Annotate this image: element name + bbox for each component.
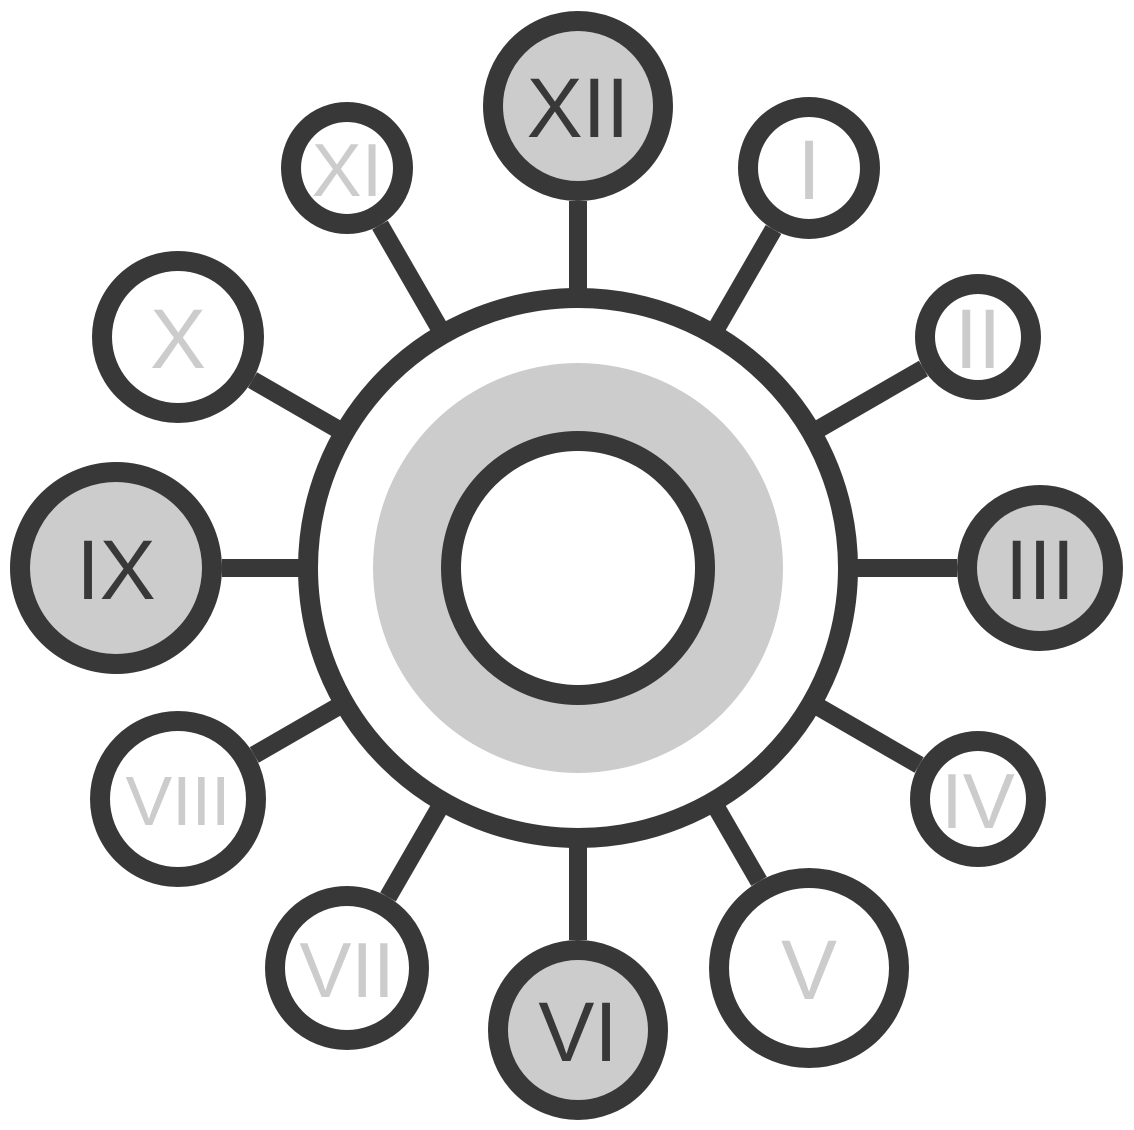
node-circle: [915, 274, 1041, 400]
node-vi: VI: [488, 940, 668, 1120]
spoke-9: [249, 695, 349, 763]
spoke-11: [247, 372, 349, 441]
node-circle: [957, 485, 1123, 651]
node-circle: [265, 886, 429, 1050]
node-label: IV: [941, 757, 1015, 845]
node-circle: [281, 102, 413, 234]
node-xii: XII: [483, 11, 673, 201]
node-circle: [488, 940, 668, 1120]
node-iv: IV: [910, 731, 1046, 867]
spoke-5: [807, 695, 924, 773]
node-circle: [92, 251, 264, 423]
node-ix: IX: [10, 462, 222, 674]
node-vii: VII: [265, 886, 429, 1050]
node-label: X: [150, 292, 206, 386]
node-label: IX: [76, 523, 155, 617]
node-circle: [483, 11, 673, 201]
center-circle: [441, 431, 715, 705]
node-circle: [10, 462, 222, 674]
node-label: VIII: [125, 762, 230, 840]
node-label: VII: [299, 926, 394, 1014]
node-x: X: [92, 251, 264, 423]
node-label: VI: [538, 985, 617, 1079]
node-viii: VIII: [90, 711, 266, 887]
node-circle: [738, 97, 880, 239]
node-label: I: [797, 123, 820, 217]
node-circle: [709, 868, 909, 1068]
node-xi: XI: [281, 102, 413, 234]
node-label: III: [1005, 523, 1075, 617]
spoke-6: [705, 797, 767, 886]
node-label: V: [781, 923, 837, 1017]
node-circle: [910, 731, 1046, 867]
node-v: V: [709, 868, 909, 1068]
node-label: XI: [312, 128, 383, 212]
node-ii: II: [915, 274, 1041, 400]
spoke-2: [705, 224, 782, 339]
node-label: II: [955, 292, 1002, 386]
node-label: XII: [527, 61, 630, 155]
spoke-3: [807, 360, 928, 441]
spoke-8: [380, 797, 451, 902]
node-iii: III: [957, 485, 1123, 651]
node-circle: [90, 711, 266, 887]
spoke-12: [372, 220, 451, 339]
spokes-layer: [222, 201, 957, 940]
node-i: I: [738, 97, 880, 239]
